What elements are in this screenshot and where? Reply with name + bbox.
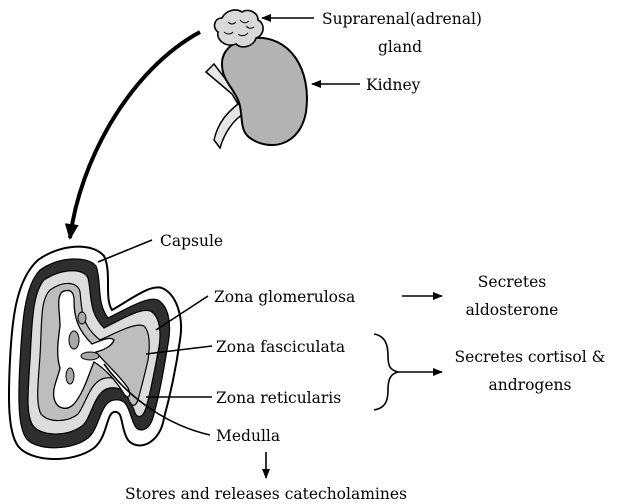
label-zona-reticularis: Zona reticularis [216,389,341,407]
label-aldosterone: aldosterone [466,301,559,319]
label-zona-fasciculata: Zona fasciculata [216,338,345,356]
labels: Suprarenal(adrenal) gland Kidney Capsule… [125,10,606,503]
zona-brace [374,334,398,410]
label-kidney: Kidney [366,76,421,94]
label-capsule: Capsule [160,232,223,250]
capsule-pointer [98,240,152,262]
label-zona-glomerulosa: Zona glomerulosa [214,288,355,306]
kidney-group [206,10,307,148]
zoom-arrow [70,32,200,238]
label-androgens: androgens [489,376,572,394]
label-suprarenal: Suprarenal(adrenal) [322,10,482,28]
label-catecholamines: Stores and releases catecholamines [125,485,407,503]
label-secretes: Secretes [478,273,546,291]
label-cortisol: Secretes cortisol & [455,348,606,366]
label-gland: gland [378,38,422,56]
kidney-shape [222,38,307,145]
label-medulla: Medulla [216,427,280,445]
